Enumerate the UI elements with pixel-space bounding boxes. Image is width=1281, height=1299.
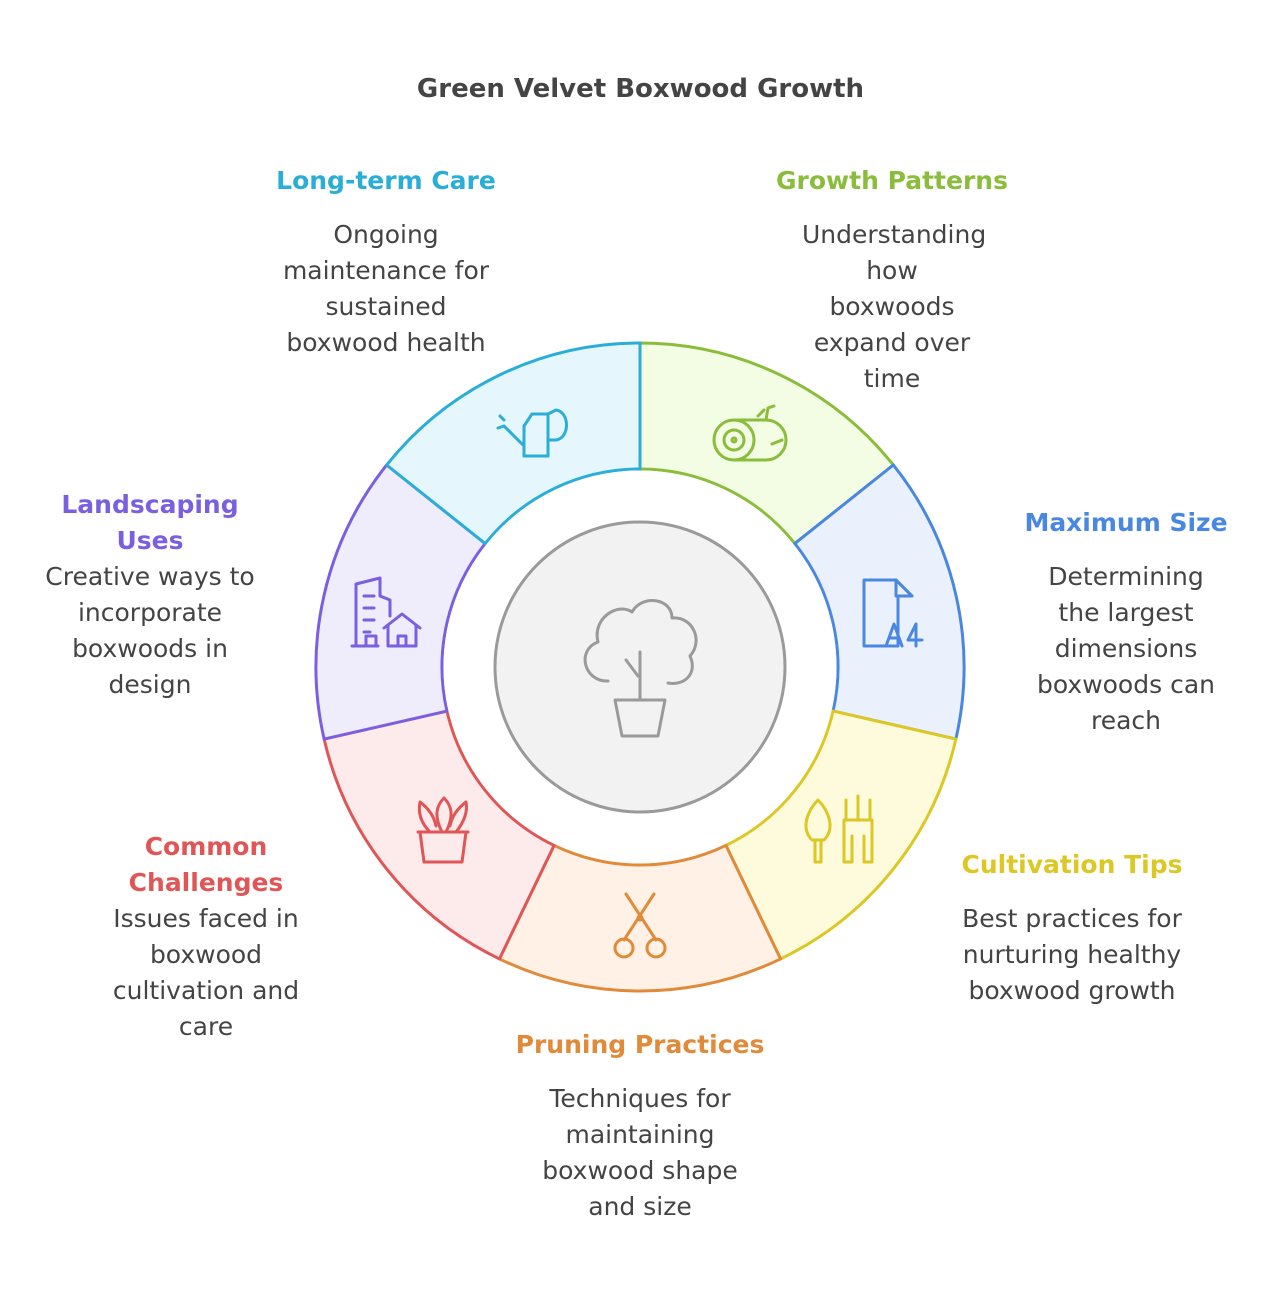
segment-description: Issues faced in boxwood cultivation and … bbox=[112, 904, 300, 1041]
succulent-pot-icon bbox=[416, 796, 470, 864]
log-icon bbox=[712, 404, 788, 462]
segment-title: Common Challenges bbox=[128, 832, 284, 897]
segment-description: Best practices for nurturing healthy box… bbox=[962, 904, 1182, 1005]
segment-title: Pruning Practices bbox=[515, 1030, 765, 1059]
segment-description: Techniques for maintaining boxwood shape… bbox=[542, 1084, 738, 1221]
segment-title: Maximum Size bbox=[1024, 508, 1228, 537]
segment-description: Creative ways to incorporate boxwoods in… bbox=[45, 562, 255, 699]
segment-title: Cultivation Tips bbox=[961, 850, 1183, 879]
segment-title: Growth Patterns bbox=[776, 166, 1008, 195]
label-maximum-size: Maximum Size Determining the largest dim… bbox=[996, 505, 1256, 739]
label-landscaping-uses: Landscaping Uses Creative ways to incorp… bbox=[30, 487, 270, 703]
label-long-term-care: Long-term Care Ongoing maintenance for s… bbox=[258, 163, 514, 361]
segment-title: Long-term Care bbox=[276, 166, 496, 195]
garden-tools-icon bbox=[804, 794, 874, 864]
label-common-challenges: Common Challenges Issues faced in boxwoo… bbox=[92, 829, 320, 1045]
segment-description: Determining the largest dimensions boxwo… bbox=[1037, 562, 1215, 735]
potted-tree-icon bbox=[583, 599, 698, 738]
segment-description: Understanding how boxwoods expand over t… bbox=[802, 220, 987, 393]
segment-long-term-care bbox=[385, 341, 642, 546]
page-title: Green Velvet Boxwood Growth bbox=[416, 74, 865, 104]
segment-title: Landscaping Uses bbox=[61, 490, 239, 555]
pruning-shears-icon bbox=[613, 892, 667, 959]
buildings-house-icon bbox=[350, 576, 422, 648]
segment-description: Ongoing maintenance for sustained boxwoo… bbox=[282, 220, 490, 357]
label-pruning-practices: Pruning Practices Techniques for maintai… bbox=[500, 1027, 780, 1225]
watering-can-icon bbox=[496, 408, 568, 458]
label-cultivation-tips: Cultivation Tips Best practices for nurt… bbox=[942, 847, 1202, 1009]
label-growth-patterns: Growth Patterns Understanding how boxwoo… bbox=[752, 163, 1032, 397]
a4-document-icon bbox=[862, 578, 924, 648]
